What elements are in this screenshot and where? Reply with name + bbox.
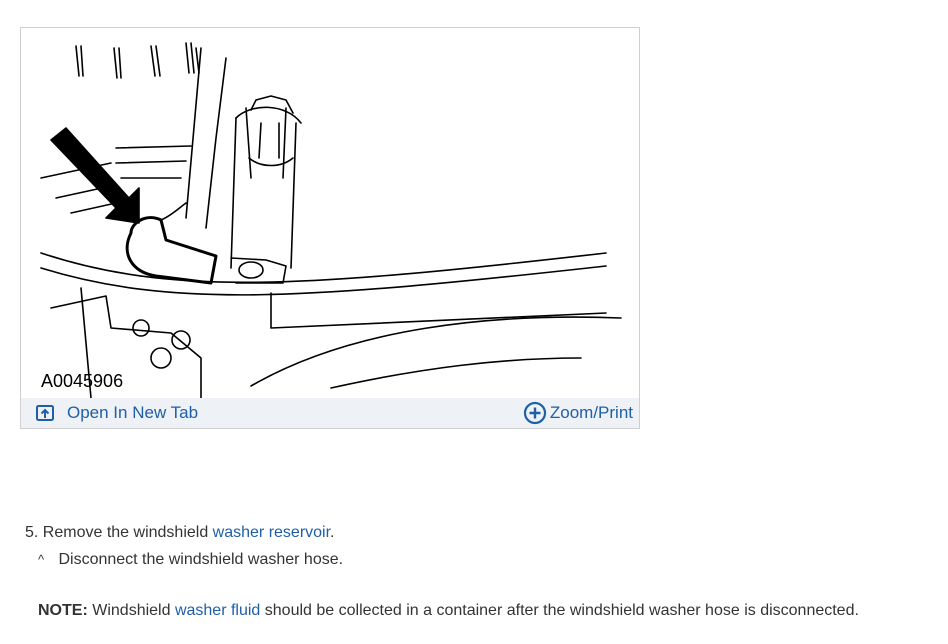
note-text-suffix: should be collected in a container after…: [264, 602, 859, 619]
step-5: 5. Remove the windshield washer reservoi…: [25, 524, 335, 542]
figure-panel: A0045906 Open In New Tab Zoom/Print: [20, 27, 640, 429]
open-in-new-tab-link[interactable]: Open In New Tab: [35, 402, 198, 424]
sub-step-marker: ^: [38, 552, 45, 567]
washer-fluid-link[interactable]: washer fluid: [174, 602, 261, 619]
note-label: NOTE:: [38, 602, 88, 619]
open-in-new-tab-icon: [36, 405, 54, 421]
note-text-prefix: Windshield: [92, 602, 171, 619]
figure-id-label: A0045906: [41, 371, 124, 391]
note: NOTE: Windshield washer fluid should be …: [38, 602, 859, 620]
step-text-suffix: .: [330, 524, 335, 541]
figure-toolbar: Open In New Tab Zoom/Print: [21, 398, 639, 428]
washer-hose-illustration: [40, 42, 622, 398]
washer-reservoir-link[interactable]: washer reservoir: [212, 524, 331, 541]
sub-step-text: Disconnect the windshield washer hose.: [58, 551, 344, 568]
step-text-prefix: Remove the windshield: [42, 524, 209, 541]
zoom-print-link[interactable]: Zoom/Print: [523, 401, 633, 425]
sub-step: ^ Disconnect the windshield washer hose.: [38, 551, 343, 569]
step-number: 5.: [25, 524, 39, 541]
zoom-plus-icon: [523, 401, 546, 425]
zoom-print-label: Zoom/Print: [549, 403, 633, 422]
open-in-new-tab-label: Open In New Tab: [67, 403, 199, 422]
